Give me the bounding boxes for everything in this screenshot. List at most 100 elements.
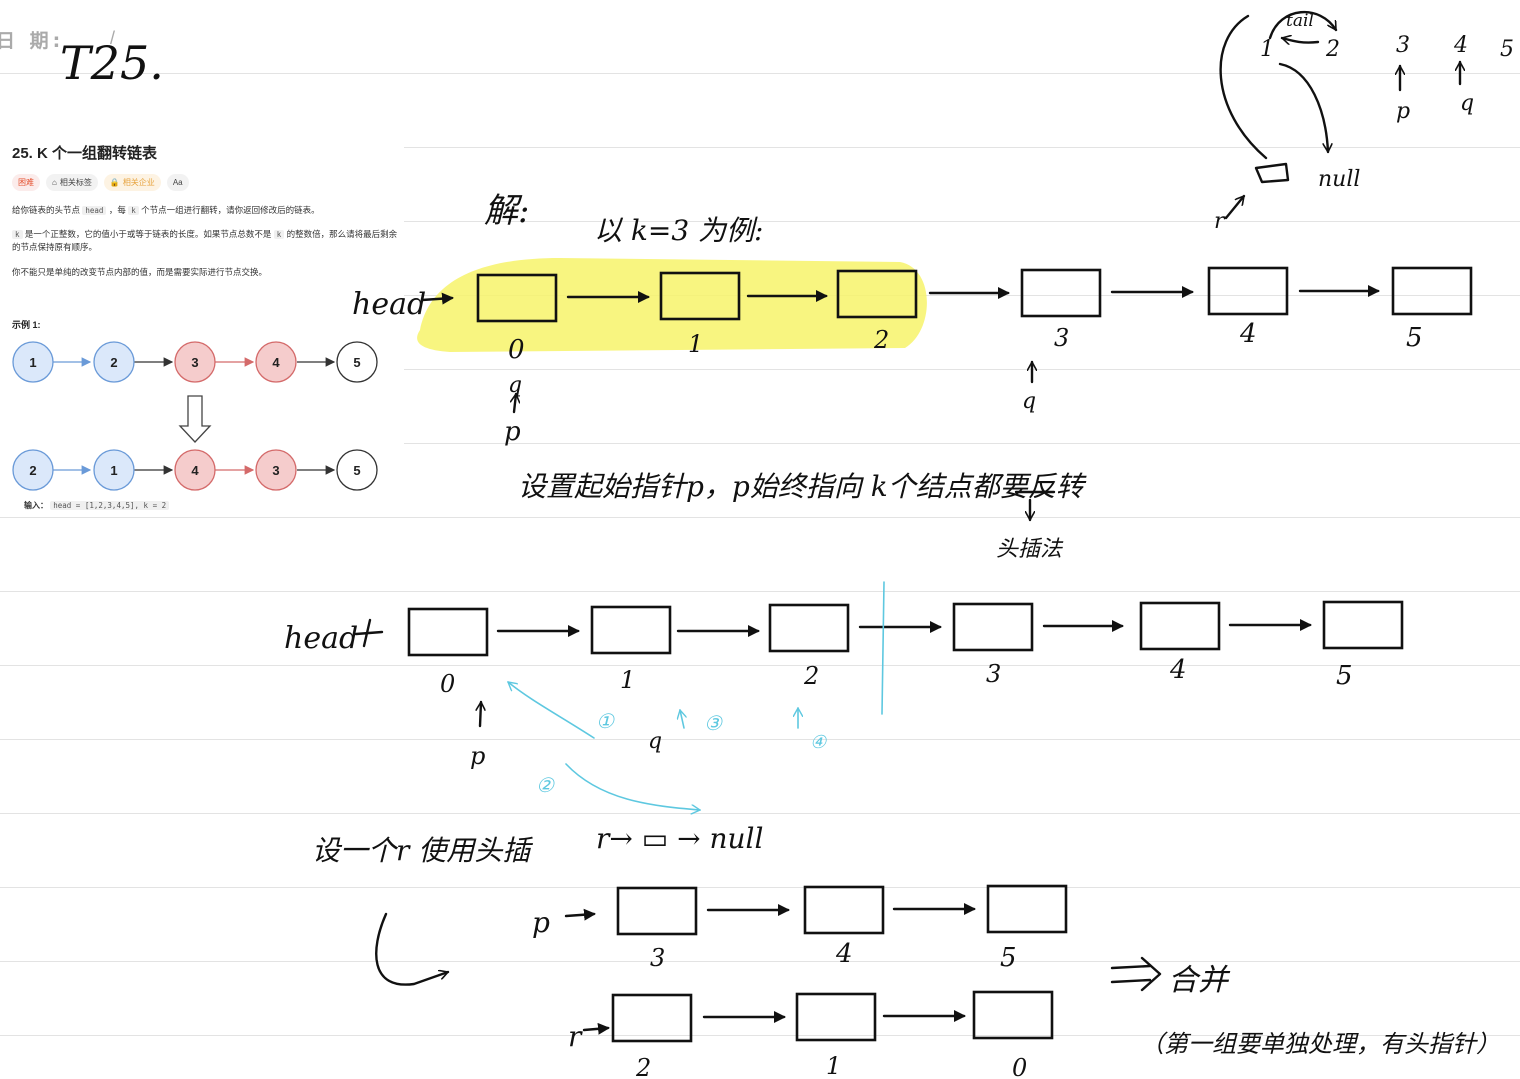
- tail-loop-arrow: [1268, 10, 1338, 40]
- row3-node-4: [803, 885, 885, 935]
- top-null: null: [1318, 167, 1360, 192]
- related-tags-button[interactable]: ⌂相关标签: [46, 174, 98, 191]
- problem-tags: 困难 ⌂相关标签 🔒相关企业 Aa: [12, 174, 189, 191]
- top-value-1: 1: [1260, 37, 1274, 62]
- row1-label-1: 1: [688, 330, 703, 358]
- row1-node-2: [836, 269, 918, 319]
- page-title: T25.: [60, 36, 164, 90]
- q-label-top: q: [1460, 91, 1474, 116]
- row1-label-4: 4: [1239, 319, 1257, 349]
- solution-label: 解:: [484, 191, 529, 231]
- row1-q-label: q: [1022, 389, 1036, 414]
- description-line-3: 你不能只是单纯的改变节点内部的值，而是需要实际进行节点交换。: [12, 267, 268, 277]
- svg-text:2: 2: [110, 355, 117, 370]
- row4-node-0: [972, 990, 1054, 1040]
- row2-label-2: 2: [803, 662, 819, 690]
- loop-back-arrow: [1219, 14, 1268, 160]
- top-sketch: tail 1 2 3 4 5 null r p q: [1214, 10, 1514, 234]
- group-divider: [881, 581, 885, 715]
- top-value-2: 2: [1325, 37, 1340, 62]
- row2-label-5: 5: [1336, 661, 1353, 691]
- row3-p-arrow: [564, 908, 596, 921]
- top-value-3: 3: [1396, 33, 1410, 58]
- row4-node-1: [795, 992, 877, 1042]
- row3-label-3: 3: [650, 944, 665, 972]
- row2-label-4: 4: [1169, 655, 1187, 685]
- step-1-marker: ①: [596, 709, 615, 733]
- row2-label-3: 3: [986, 660, 1001, 688]
- example-label: 示例 1:: [12, 320, 41, 330]
- cyan-annotations: ① ② ③ ④: [508, 581, 885, 810]
- row2-head-label: head: [284, 621, 358, 656]
- svg-text:3: 3: [191, 355, 198, 370]
- row3-p-label: p: [532, 906, 550, 939]
- row2-p-arrow: [480, 702, 481, 728]
- row4-label-2: 2: [635, 1054, 651, 1079]
- problem-screenshot: 25. K 个一组翻转链表 困难 ⌂相关标签 🔒相关企业 Aa 给你链表的头节点…: [0, 132, 404, 510]
- r-arrow-top: [1224, 196, 1246, 220]
- null-arrow: [1278, 62, 1328, 152]
- node-after-1: 2: [12, 449, 54, 491]
- p-label-top: p: [1396, 99, 1410, 124]
- row1-node-5: [1391, 266, 1473, 316]
- lock-icon: 🔒: [109, 178, 120, 187]
- row4-label-1: 1: [826, 1052, 841, 1079]
- row1-q-under-0: q: [508, 373, 522, 398]
- row3-label-5: 5: [1000, 943, 1017, 973]
- row2-node-1: [590, 605, 672, 655]
- row4-label-0: 0: [1012, 1054, 1027, 1079]
- svg-text:5: 5: [353, 463, 360, 478]
- example-input: 输入： head = [1,2,3,4,5], k = 2: [24, 500, 170, 510]
- node-before-2: 2: [93, 341, 135, 383]
- node-before-1: 1: [12, 341, 54, 383]
- input-value: head = [1,2,3,4,5], k = 2: [50, 501, 170, 510]
- code-k: k: [128, 206, 139, 215]
- description-line-2: k 是一个正整数，它的值小于或等于链表的长度。如果节点总数不是 k 的整数倍，那…: [12, 228, 400, 253]
- top-value-5: 5: [1500, 37, 1514, 62]
- top-value-4: 4: [1453, 33, 1468, 58]
- row2-p-label: p: [470, 742, 485, 770]
- flow-arrow: [375, 912, 448, 986]
- related-companies-button[interactable]: 🔒相关企业: [103, 174, 161, 191]
- example-k-label: 以 k=3 为例:: [594, 214, 763, 247]
- row1-label-0: 0: [508, 335, 525, 365]
- svg-text:3: 3: [272, 463, 279, 478]
- row1-label-5: 5: [1406, 323, 1423, 353]
- row4-r-arrow: [582, 1022, 610, 1035]
- desc-text: ，每: [108, 205, 126, 215]
- row2-label-0: 0: [440, 670, 455, 698]
- example-diagram: 1 2 3 4 5 2 1 4 3 5: [12, 341, 378, 491]
- font-size-button[interactable]: Aa: [166, 174, 189, 191]
- row1-node-4: [1207, 266, 1289, 316]
- row2-head-crossed-arrow: [354, 618, 384, 648]
- svg-text:1: 1: [29, 355, 36, 370]
- row3-node-5: [986, 884, 1068, 934]
- transform-arrow: [178, 395, 212, 443]
- row2-node-4: [1139, 601, 1221, 651]
- row1-node-0: [476, 273, 558, 323]
- step-3-marker: ③: [704, 711, 723, 735]
- node-before-5: 5: [336, 341, 378, 383]
- node-after-4: 3: [255, 449, 297, 491]
- r-node-box: [1254, 162, 1290, 184]
- cyan-arrow-1: [508, 682, 595, 739]
- row1-node-1: [659, 271, 741, 321]
- problem-title: 25. K 个一组翻转链表: [12, 145, 158, 162]
- row1-label-2: 2: [873, 326, 889, 354]
- related-companies-label: 相关企业: [122, 178, 155, 187]
- row3-label-4: 4: [835, 939, 853, 969]
- difficulty-tag[interactable]: 困难: [12, 174, 40, 191]
- r-label-top: r: [1214, 209, 1226, 234]
- row2-node-0: [407, 607, 489, 657]
- node-after-2: 1: [93, 449, 135, 491]
- code-k: k: [273, 230, 285, 239]
- row2-label-1: 1: [620, 666, 635, 694]
- row4-list: r 2 1 0: [568, 990, 1054, 1079]
- tag-icon: ⌂: [52, 178, 57, 187]
- svg-text:4: 4: [272, 355, 280, 370]
- r-null-note: r→ ▭ → null: [596, 822, 763, 855]
- row3-list: p 3 4 5: [532, 884, 1068, 973]
- method-label: 头插法: [996, 537, 1064, 562]
- node-after-3: 4: [174, 449, 216, 491]
- node-before-3: 3: [174, 341, 216, 383]
